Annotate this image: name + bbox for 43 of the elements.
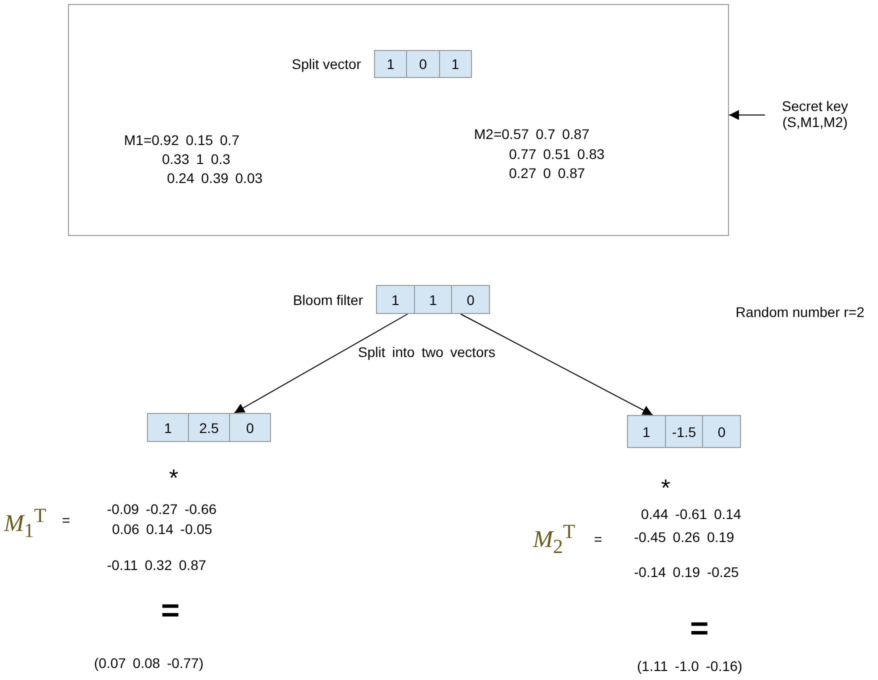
vector-cell: 1 bbox=[377, 286, 414, 313]
operator-symbol: * bbox=[169, 465, 178, 493]
vector-caption: Bloom filter bbox=[292, 292, 363, 308]
matrix-text: -0.09 -0.27 -0.66 bbox=[107, 501, 217, 518]
matrix-text: = bbox=[594, 531, 602, 548]
matrix-text: -0.45 0.26 0.19 bbox=[634, 529, 734, 546]
matrix-text: 0.77 0.51 0.83 bbox=[509, 146, 605, 162]
vector-cell: 1 bbox=[375, 51, 406, 77]
vector-box bbox=[627, 415, 741, 448]
operator-symbol: * bbox=[661, 475, 670, 503]
arrow bbox=[234, 314, 408, 414]
matrix-text: 0.33 1 0.3 bbox=[162, 151, 230, 168]
outer-frame bbox=[68, 4, 729, 236]
vector-cell: 0 bbox=[229, 414, 270, 441]
matrix-text: (1.11 -1.0 -0.16) bbox=[637, 658, 742, 674]
vector-cell: 0 bbox=[406, 51, 439, 77]
matrix-text: 0.24 0.39 0.03 bbox=[167, 170, 263, 186]
matrix-text: -0.11 0.32 0.87 bbox=[107, 557, 206, 574]
matrix-text: -0.14 0.19 -0.25 bbox=[634, 564, 739, 580]
vector-cell: 0 bbox=[702, 416, 740, 447]
matrix-text: (0.07 0.08 -0.77) bbox=[94, 655, 204, 672]
matrix-text: = bbox=[62, 512, 70, 528]
matrix-text: M2=0.57 0.7 0.87 bbox=[474, 126, 590, 142]
vector-cell: -1.5 bbox=[664, 416, 702, 447]
key-label: Secret key (S,M1,M2) bbox=[765, 98, 865, 132]
vector-cell: 1 bbox=[414, 286, 452, 313]
arrow bbox=[728, 110, 766, 120]
vector-box bbox=[147, 413, 271, 442]
operator-symbol: = bbox=[690, 610, 709, 647]
matrix-text: 0.44 -0.61 0.14 bbox=[641, 506, 742, 522]
vector-cell: 2.5 bbox=[188, 414, 229, 441]
matrix-text: 0.06 0.14 -0.05 bbox=[112, 521, 212, 538]
matrix-text: Random number r=2 bbox=[735, 304, 865, 320]
arrow bbox=[460, 314, 654, 416]
vector-cell: 1 bbox=[438, 51, 471, 77]
operator-symbol: = bbox=[161, 592, 180, 629]
matrix-text: Split into two vectors bbox=[358, 344, 496, 360]
vector-cell: 0 bbox=[451, 286, 490, 313]
vector-caption: Split vector bbox=[292, 56, 361, 72]
matrix-text: 0.27 0 0.87 bbox=[509, 165, 586, 182]
matrix-text: M1=0.92 0.15 0.7 bbox=[124, 132, 240, 148]
vector-cell: 1 bbox=[148, 414, 188, 441]
vector-cell: 1 bbox=[628, 416, 665, 447]
